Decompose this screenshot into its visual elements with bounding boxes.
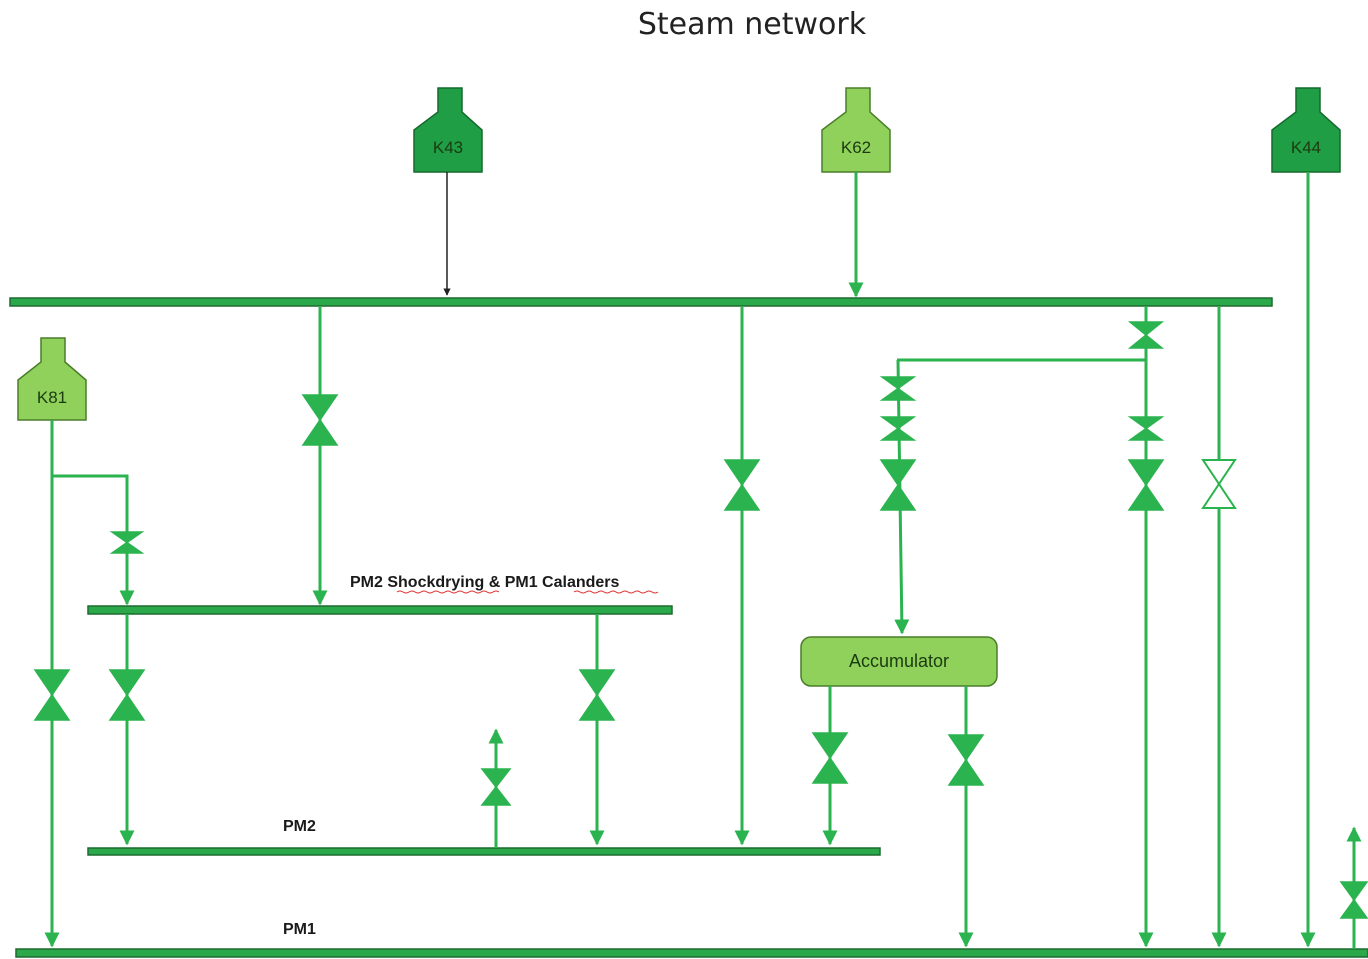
valve-shockdrying-pm2-right xyxy=(578,669,616,721)
diagram-title: Steam network xyxy=(638,7,867,42)
boiler-k81-shape xyxy=(17,337,87,421)
boiler-k62-label: K62 xyxy=(841,138,871,157)
spellcheck-underline-calanders xyxy=(573,590,659,594)
valve-branch-top xyxy=(1127,321,1165,349)
pm1-label: PM1 xyxy=(283,921,316,938)
spellcheck-underline-shockdrying xyxy=(396,590,500,594)
boiler-k44: K44 xyxy=(1271,87,1341,173)
valve-acc-pm1 xyxy=(947,734,985,786)
valve-pm1-vent xyxy=(1339,881,1368,919)
valve-acc-inlet-2 xyxy=(879,416,917,441)
boiler-k44-shape xyxy=(1271,87,1341,173)
valve-main-shockdrying xyxy=(301,394,339,446)
valve-k81-branch xyxy=(109,531,145,554)
pm2-header xyxy=(87,847,881,856)
boiler-k81-label: K81 xyxy=(37,388,67,407)
valve-acc-pm2 xyxy=(811,732,849,784)
valve-right-2 xyxy=(1127,459,1165,511)
valve-right-1 xyxy=(1127,416,1165,441)
boiler-k81: K81 xyxy=(17,337,87,421)
valve-main-pm2 xyxy=(723,459,761,511)
boiler-k43: K43 xyxy=(413,87,483,173)
accumulator: Accumulator xyxy=(800,636,998,687)
boiler-k44-label: K44 xyxy=(1291,138,1321,157)
boiler-k62-shape xyxy=(821,87,891,173)
valve-acc-inlet-3 xyxy=(879,459,917,511)
pipe-k81-branch xyxy=(52,474,135,606)
pm2-shockdrying-header xyxy=(87,605,673,615)
pm2-shockdrying-label: PM2 Shockdrying & PM1 Calanders xyxy=(350,574,620,591)
accumulator-box xyxy=(800,636,998,687)
pm2-label: PM2 xyxy=(283,818,316,835)
boiler-k43-label: K43 xyxy=(433,138,463,157)
main-steam-header xyxy=(9,297,1273,307)
valve-open xyxy=(1201,459,1237,509)
accumulator-label: Accumulator xyxy=(849,651,949,671)
boiler-k43-shape xyxy=(413,87,483,173)
boiler-k62: K62 xyxy=(821,87,891,173)
valve-shockdrying-pm2-left xyxy=(108,669,146,721)
pm1-header xyxy=(15,948,1368,958)
valve-k81-pm1 xyxy=(33,669,71,721)
valve-pm2-vent xyxy=(480,768,512,806)
valve-acc-inlet-1 xyxy=(879,376,917,401)
